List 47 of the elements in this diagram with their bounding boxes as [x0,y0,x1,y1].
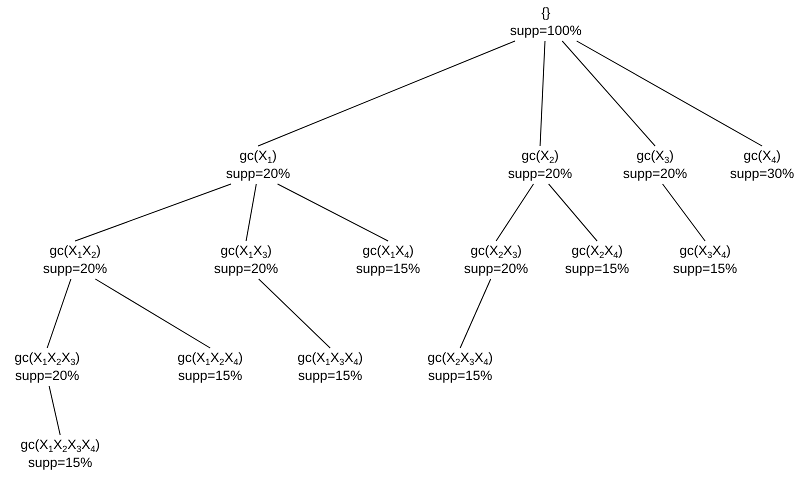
itemset-label: gc(X$_{1}$X$_{2}$X$_{3}$) [14,349,80,367]
support-label: supp=20% [623,165,688,183]
itemset-label: gc(X$_{1}$X$_{4}$) [361,242,415,260]
itemset-label: gc(X$_{1}$X$_{2}$X$_{4}$) [178,349,243,367]
itemset-label: gc(X$_{2}$X$_{4}$) [570,242,624,260]
itemset-label: gc(X$_{1}$X$_{2}$) [48,242,102,260]
tree-edge [540,40,546,146]
support-label: supp=15% [565,260,630,278]
support-label: supp=15% [27,454,94,472]
support-label: supp=20% [464,260,528,278]
tree-edge [460,278,492,348]
support-label: supp=20% [43,260,108,278]
itemset-label: gc(X$_{1}$X$_{3}$) [219,242,273,260]
itemset-label: gc(X$_{2}$) [520,147,560,165]
tree-edge [548,184,598,242]
itemset-label: gc(X$_{1}$X$_{3}$X$_{4}$) [298,349,363,367]
tree-edge [496,184,534,242]
tree-edge [246,184,257,242]
itemset-label: gc(X$_{2}$X$_{3}$) [469,242,523,260]
itemset-label: {} [540,4,552,22]
itemset-label: gc(X$_{4}$) [742,147,782,165]
support-label: supp=30% [730,165,794,183]
support-label: supp=15% [673,260,738,278]
support-label: supp=15% [178,367,243,385]
itemset-label: gc(X$_{2}$X$_{3}$X$_{4}$) [428,349,493,367]
itemset-label: gc(X$_{3}$X$_{4}$) [678,242,732,260]
support-label: supp=15% [428,367,493,385]
itemset-label: gc(X$_{3}$) [635,147,675,165]
tree-edge [258,40,516,146]
tree-edge [94,278,211,348]
itemset-label: gc(X$_{1}$) [238,147,278,165]
support-label: supp=20% [14,367,80,385]
support-label: supp=100% [510,22,582,40]
tree-edge [46,278,72,348]
support-label: supp=20% [214,260,278,278]
support-label: supp=15% [298,367,363,385]
tree-edge [48,386,61,436]
tree-edge [576,40,763,146]
tree-edge [562,40,656,146]
tree-edge [74,184,232,242]
support-label: supp=20% [226,165,290,183]
tree-edge [258,278,331,348]
support-label: supp=15% [356,260,420,278]
support-label: supp=20% [508,165,572,183]
itemset-label: gc(X$_{1}$X$_{2}$X$_{3}$X$_{4}$) [20,436,100,454]
tree-edge [662,184,706,242]
tree-edge [277,184,389,242]
